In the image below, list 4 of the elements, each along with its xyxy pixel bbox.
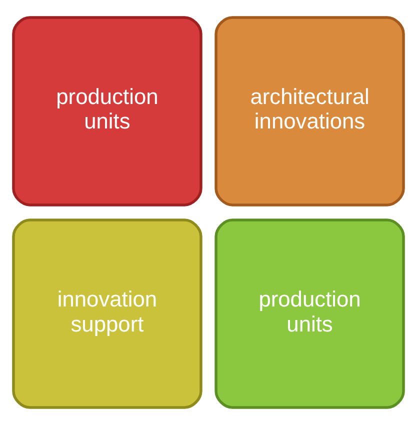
node-box: architectural innovations [214, 16, 405, 206]
node-box: production units [214, 218, 405, 409]
node-box: production units [12, 16, 202, 206]
node-box: innovation support [12, 218, 202, 409]
